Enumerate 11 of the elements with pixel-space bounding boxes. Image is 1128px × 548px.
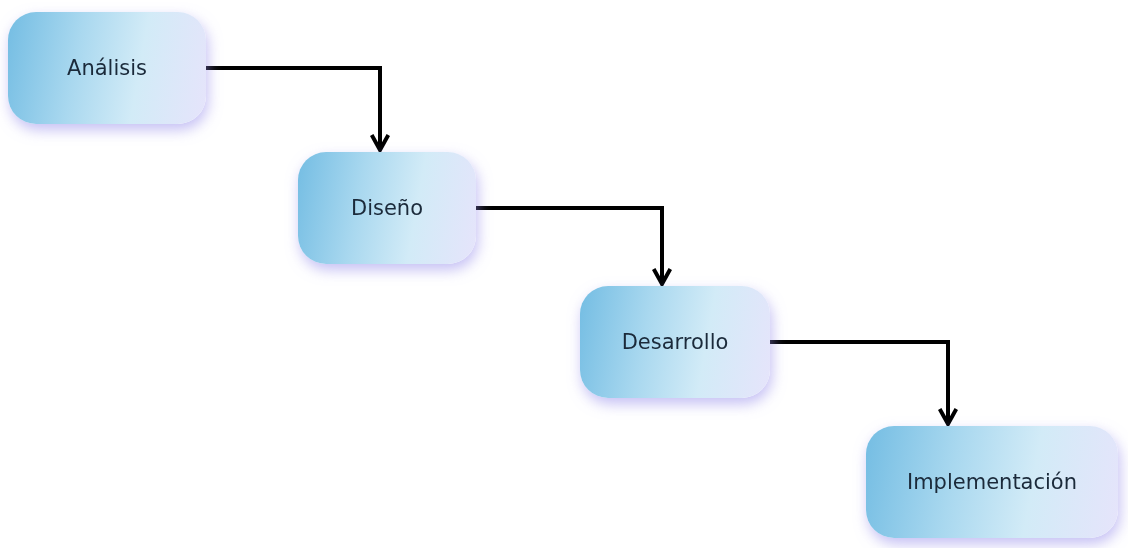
process-box — [298, 152, 476, 264]
box-label: Análisis — [67, 56, 147, 80]
process-box — [580, 286, 770, 398]
arrow — [476, 206, 673, 286]
box-label: Implementación — [906, 470, 1078, 494]
arrow — [206, 66, 391, 152]
arrow — [770, 340, 959, 426]
process-box — [8, 12, 206, 124]
box-label: Desarrollo — [621, 330, 729, 354]
box-label: Diseño — [351, 196, 423, 220]
process-box — [866, 426, 1118, 538]
